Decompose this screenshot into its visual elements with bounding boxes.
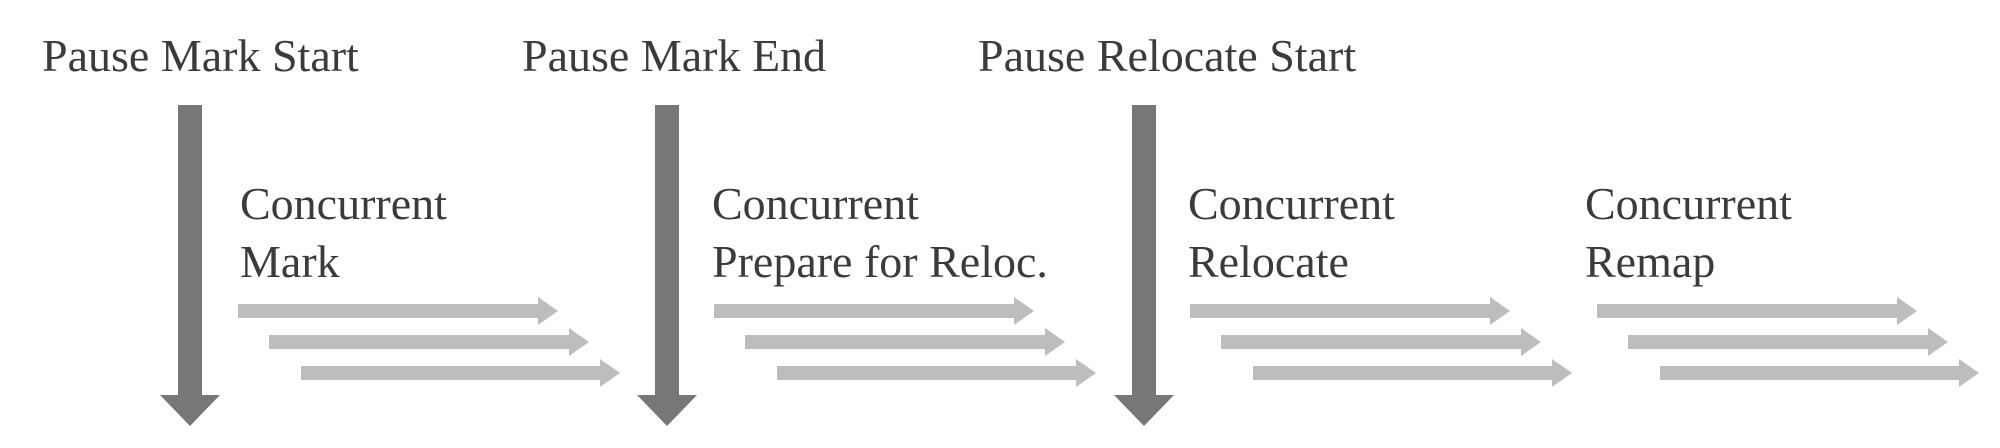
phase-label-line2: Relocate xyxy=(1188,236,1349,287)
concurrent-arrows-prepare xyxy=(714,297,1096,387)
thread-arrow xyxy=(1221,328,1541,356)
phase-label-line2: Remap xyxy=(1585,236,1716,287)
thread-arrow xyxy=(1597,297,1917,325)
phase-label-line1: Concurrent xyxy=(1585,178,1792,229)
pause-arrow-mark-start xyxy=(160,105,220,426)
phase-label-concurrent-relocate: Concurrent Relocate xyxy=(1188,175,1395,291)
phase-label-line2: Prepare for Reloc. xyxy=(712,236,1048,287)
pause-label-mark-end: Pause Mark End xyxy=(522,30,827,81)
pause-arrow-relocate-start xyxy=(1114,105,1174,426)
phase-label-concurrent-remap: Concurrent Remap xyxy=(1585,175,1792,291)
concurrent-arrows-relocate xyxy=(1190,297,1572,387)
phase-label-line1: Concurrent xyxy=(1188,178,1395,229)
thread-arrow xyxy=(238,297,558,325)
phase-label-concurrent-prepare: Concurrent Prepare for Reloc. xyxy=(712,175,1048,291)
thread-arrow xyxy=(777,359,1096,387)
thread-arrow xyxy=(1190,297,1510,325)
thread-arrow xyxy=(1253,359,1572,387)
thread-arrow xyxy=(1628,328,1948,356)
phase-label-line1: Concurrent xyxy=(240,178,447,229)
phase-label-line1: Concurrent xyxy=(712,178,919,229)
thread-arrow xyxy=(714,297,1034,325)
thread-arrow xyxy=(301,359,620,387)
pause-label-mark-start: Pause Mark Start xyxy=(42,30,359,81)
pause-label-relocate-start: Pause Relocate Start xyxy=(978,30,1357,81)
concurrent-arrows-mark xyxy=(238,297,620,387)
pause-arrow-mark-end xyxy=(637,105,697,426)
thread-arrow xyxy=(1660,359,1979,387)
thread-arrow xyxy=(745,328,1065,356)
phase-label-concurrent-mark: Concurrent Mark xyxy=(240,175,447,291)
thread-arrow xyxy=(269,328,589,356)
concurrent-arrows-remap xyxy=(1597,297,1979,387)
phase-label-line2: Mark xyxy=(240,236,340,287)
